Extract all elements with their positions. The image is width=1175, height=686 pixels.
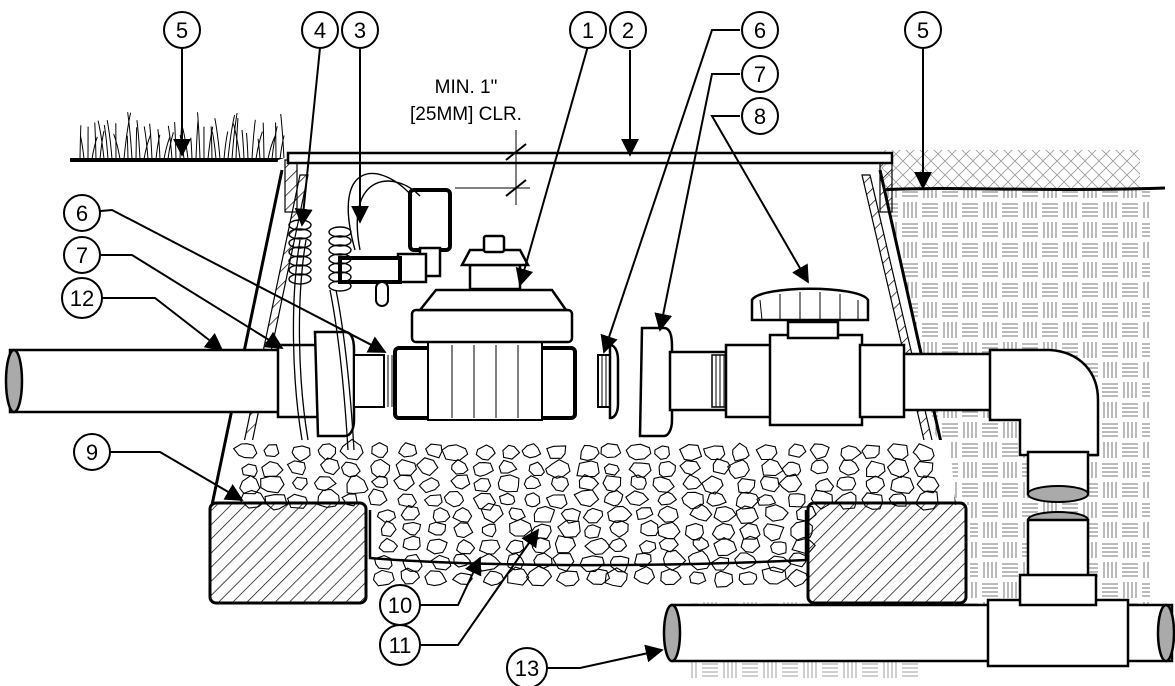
callout-1: 1 [569,11,607,49]
valve-box-lid [286,151,894,165]
outlet-pipe [898,348,1100,582]
leader-13 [547,644,664,669]
leader-7b [654,73,740,332]
callout-label: 3 [354,18,366,43]
leader-4 [294,47,321,227]
clearance-note-line2: [25MM] CLR. [410,104,522,125]
callout-10: 10 [379,584,421,626]
callout-7-right: 7 [741,55,779,93]
solenoid [338,172,452,307]
callout-label: 5 [176,18,188,43]
leader-1 [515,45,589,287]
callout-5-left: 5 [163,11,201,49]
control-valve [393,234,577,421]
callout-label: 6 [754,18,766,43]
clearance-dimension [455,130,530,205]
callout-label: 6 [76,201,88,226]
leader-9 [110,451,244,501]
callout-7-left: 7 [63,236,101,274]
leader-6b [600,29,740,354]
callouts: 1 2 3 4 5 5 6 6 [61,11,942,686]
callout-label: 8 [754,104,766,129]
callout-label: 7 [754,62,766,87]
filter-fabric [368,510,808,567]
brick-supports [208,501,968,605]
callout-label: 9 [86,440,98,465]
callout-11: 11 [379,624,421,666]
leader-11 [420,528,540,646]
callout-label: 13 [515,656,539,681]
callout-12: 12 [61,277,103,319]
callout-label: 11 [389,633,412,658]
callout-label: 12 [70,286,94,311]
callout-6-left: 6 [63,194,101,232]
callout-3: 3 [341,11,379,49]
callout-label: 1 [582,18,594,43]
wire-coils [288,219,355,451]
leader-10 [420,556,482,606]
callout-4: 4 [301,11,339,49]
callout-2: 2 [609,11,647,49]
mainline-pipe [662,573,1175,668]
leader-8 [710,115,809,284]
callout-label: 5 [917,18,929,43]
callout-label: 2 [622,18,634,43]
callout-9: 9 [73,433,111,471]
callout-5-right: 5 [904,11,942,49]
callout-label: 10 [388,593,412,618]
callout-8: 8 [741,97,779,135]
ball-valve [724,287,906,427]
leader-12 [100,297,224,352]
clearance-note-line1: MIN. 1" [435,77,498,98]
callout-13: 13 [506,647,548,686]
inlet-pipe [4,348,282,414]
callout-label: 4 [314,18,326,43]
grass-turf [70,112,290,162]
callout-label: 7 [76,243,88,268]
callout-6-right: 6 [741,11,779,49]
